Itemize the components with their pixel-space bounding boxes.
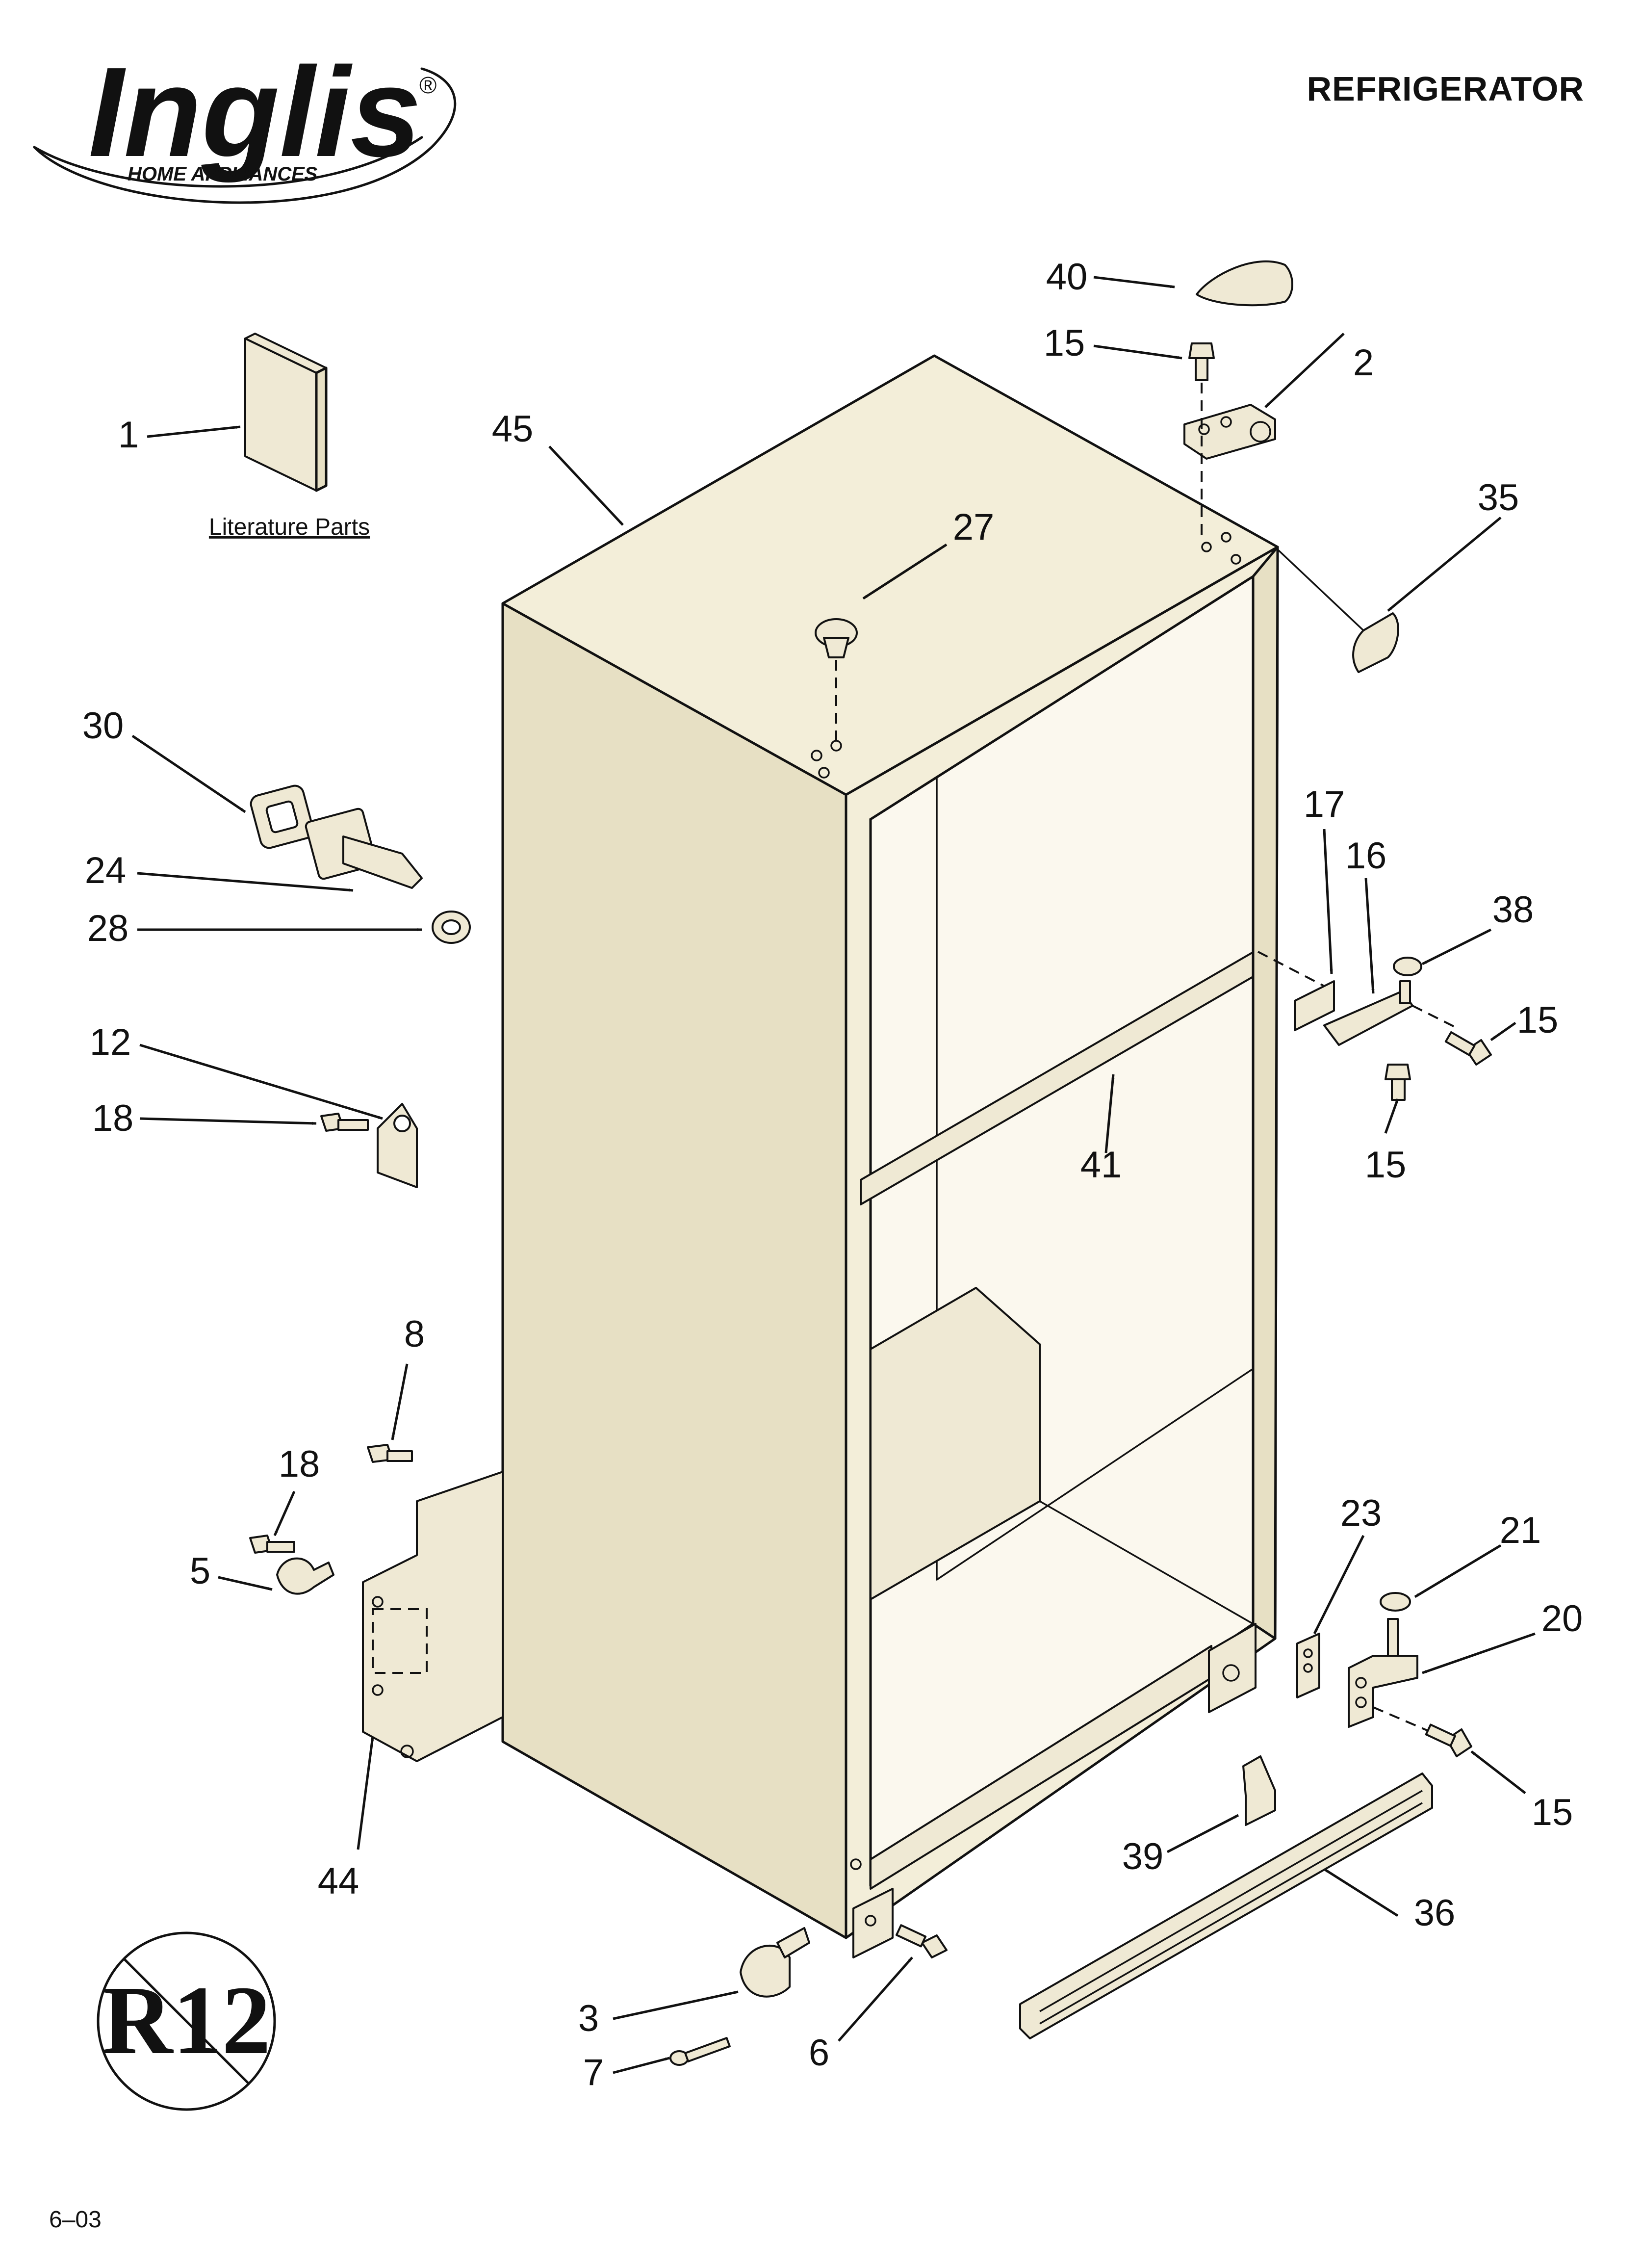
callout-17: 17 <box>1304 783 1345 825</box>
callout-15-center-bottom: 15 <box>1365 1144 1407 1186</box>
screw-clamp <box>249 1535 295 1554</box>
screw-clip <box>320 1113 369 1132</box>
hinge-cover <box>1196 260 1293 307</box>
callout-20: 20 <box>1541 1598 1583 1640</box>
callout-27: 27 <box>953 506 995 548</box>
callout-12: 12 <box>90 1021 131 1063</box>
callout-38: 38 <box>1492 889 1534 931</box>
callout-41: 41 <box>1080 1144 1122 1186</box>
no-r12-badge: R12 <box>97 1931 276 2111</box>
callout-15-center-right: 15 <box>1517 999 1559 1041</box>
top-hinge <box>1183 404 1276 460</box>
refrigerator-cabinet <box>501 354 1279 1958</box>
plug-button <box>815 618 858 658</box>
clip-bracket <box>377 1103 418 1188</box>
callout-18-upper: 18 <box>92 1097 134 1139</box>
callout-2: 2 <box>1353 342 1374 384</box>
callout-28: 28 <box>87 908 129 949</box>
footer-code: 6–03 <box>49 2207 102 2233</box>
hinge-pin-cover <box>1352 612 1399 673</box>
screw-center-bottom <box>1385 1064 1411 1101</box>
callout-45: 45 <box>492 408 534 450</box>
center-hinge-bracket <box>1294 980 1413 1046</box>
callout-23: 23 <box>1340 1492 1382 1534</box>
bottom-hinge <box>1348 1618 1418 1728</box>
screw-leg <box>895 1924 948 1958</box>
hinge-shim <box>1296 1633 1320 1698</box>
brand-name: Inglis <box>88 41 421 184</box>
tubing-clamp <box>276 1557 334 1595</box>
screw-bottom-hinge <box>1425 1723 1472 1757</box>
washer-bottom <box>1380 1592 1411 1612</box>
callout-8: 8 <box>404 1313 425 1355</box>
callout-5: 5 <box>190 1550 210 1592</box>
callout-16: 16 <box>1345 835 1387 877</box>
brand-logo: Inglis HOME APPLIANCES ® <box>33 41 457 204</box>
callout-40: 40 <box>1046 256 1088 298</box>
machine-compartment-cover <box>362 1471 504 1762</box>
callout-1: 1 <box>118 414 139 456</box>
leveling-leg <box>740 1927 810 1998</box>
literature-parts-caption: Literature Parts <box>209 514 370 540</box>
screw-center-right <box>1444 1031 1492 1066</box>
latch-plunger <box>305 808 423 889</box>
callout-24: 24 <box>85 850 127 891</box>
callout-labels: 1 45 27 40 15 2 35 30 24 28 12 18 17 16 … <box>82 256 1583 2093</box>
brand-subtitle: HOME APPLIANCES <box>128 163 318 185</box>
callout-3: 3 <box>578 1998 599 2039</box>
callout-15-bottom: 15 <box>1532 1792 1573 1833</box>
grille-clip <box>1242 1755 1276 1826</box>
callout-18-lower: 18 <box>279 1443 320 1485</box>
callout-21: 21 <box>1500 1510 1541 1551</box>
callout-39: 39 <box>1122 1836 1164 1877</box>
toe-grille <box>1019 1773 1433 2039</box>
screw-top <box>1188 342 1215 381</box>
callout-6: 6 <box>809 2032 829 2074</box>
gasket <box>250 784 314 849</box>
leader-lines <box>131 276 1536 2074</box>
callout-30: 30 <box>82 705 124 747</box>
callout-36: 36 <box>1414 1892 1456 1934</box>
callout-44: 44 <box>318 1860 359 1902</box>
page-title: REFRIGERATOR <box>1307 70 1584 108</box>
callout-7: 7 <box>583 2052 604 2093</box>
brand-registered-mark: ® <box>419 73 436 99</box>
washer-center <box>1393 957 1422 976</box>
leg-pin <box>669 2037 731 2066</box>
callout-15-top: 15 <box>1044 322 1085 364</box>
callout-35: 35 <box>1478 477 1519 519</box>
literature-parts-booklet <box>244 333 328 492</box>
screw-panel <box>367 1444 413 1463</box>
